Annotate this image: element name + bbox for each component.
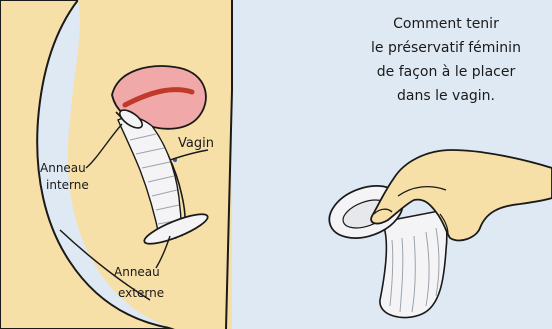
label-vagin: Vagin	[178, 136, 214, 151]
label-anneau-externe-2: externe	[118, 286, 164, 300]
caption-line-2: le préservatif féminin	[371, 40, 521, 56]
caption-line-1: Comment tenir	[393, 16, 499, 32]
caption-line-4: dans le vagin.	[397, 88, 495, 104]
label-anneau-interne-2: interne	[46, 178, 89, 192]
label-anneau-externe-1: Anneau	[114, 265, 160, 279]
caption-line-3: de façon à le placer	[377, 64, 516, 80]
label-anneau-interne-1: Anneau	[40, 161, 86, 175]
body-cross-section: Vagin Anneau interne Anneau externe	[0, 0, 232, 329]
